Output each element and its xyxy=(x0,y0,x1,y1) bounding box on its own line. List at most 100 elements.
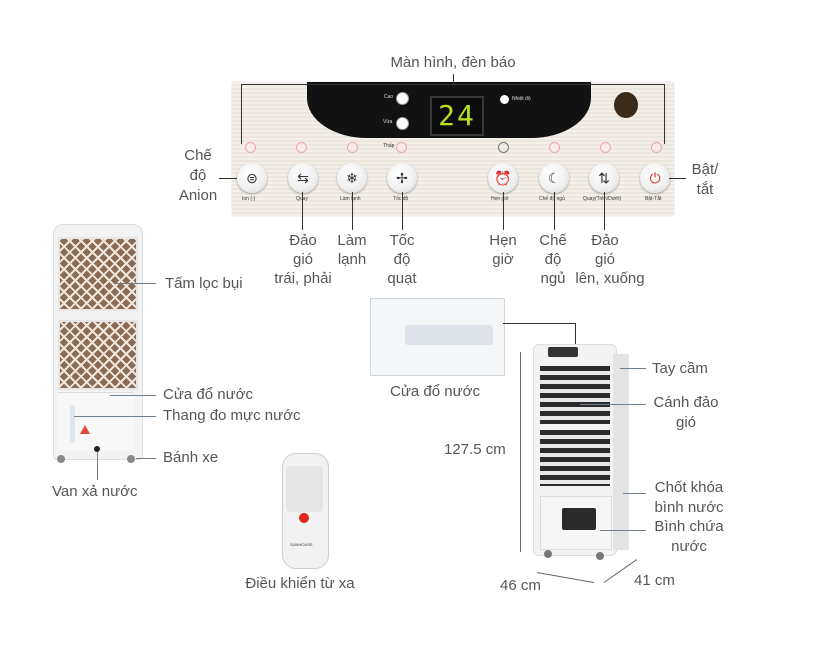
speed-callout-1: Tốc xyxy=(389,232,415,249)
anion-callout-1: Chế xyxy=(184,147,212,164)
blades-label-2: gió xyxy=(675,414,697,431)
swing-ud-callout-3: lên, xuống xyxy=(575,270,645,287)
swing-blades-lower xyxy=(540,430,610,486)
wheel xyxy=(596,552,604,560)
callout-line xyxy=(669,178,686,179)
height-dimension-line xyxy=(520,352,521,552)
callout-line xyxy=(503,192,504,230)
dust-filter-upper xyxy=(58,237,138,311)
callout-line xyxy=(575,323,576,347)
power-callout-2: tắt xyxy=(696,181,714,198)
remote-power-button[interactable] xyxy=(299,513,309,523)
cool-button[interactable]: ❄ xyxy=(337,163,367,193)
timer-callout-1: Hẹn xyxy=(489,232,517,249)
sensor-window xyxy=(614,92,638,118)
warning-icon xyxy=(80,425,90,434)
tank-label-2: nước xyxy=(671,538,707,555)
callout-line xyxy=(97,452,98,480)
filter-label: Tấm lọc bụi xyxy=(165,275,243,292)
callout-line xyxy=(352,192,353,230)
swing-ud-callout-2: gió xyxy=(594,251,616,268)
blades-label-1: Cánh đảo xyxy=(653,394,719,411)
wheels-label: Bánh xe xyxy=(163,449,219,466)
swing-button[interactable]: ⇆ xyxy=(288,163,318,193)
water-level-gauge xyxy=(70,405,75,443)
swing-lr-callout-2: gió xyxy=(292,251,314,268)
sleep-callout-1: Chế xyxy=(539,232,567,249)
handle xyxy=(548,347,578,357)
remote-brand: SUNHOUSE xyxy=(290,542,313,547)
indicator-light xyxy=(600,142,611,153)
swing-button-label: Quay xyxy=(296,196,308,202)
alarm-clock-icon: ⏰ xyxy=(494,169,512,186)
temp-indicator-label: Nhiệt độ xyxy=(512,96,531,102)
speed-callout-3: quạt xyxy=(387,270,417,287)
mode-mid-label: Vừa xyxy=(383,119,393,125)
sleep-button-label: Chế độ ngủ xyxy=(539,196,565,202)
timer-button[interactable]: ⏰ xyxy=(488,163,518,193)
anion-button-label: Ion (-) xyxy=(242,196,256,202)
wheel xyxy=(127,455,135,463)
wheel xyxy=(544,550,552,558)
water-gauge-label: Thang đo mực nước xyxy=(163,407,301,424)
swing-lr-callout-1: Đảo xyxy=(289,232,317,249)
callout-line xyxy=(110,395,156,396)
speed-button-label: Tốc độ xyxy=(393,196,409,202)
swing-updown-button-label: Quay(Trên/Dưới) xyxy=(583,196,622,202)
callout-line xyxy=(503,323,576,324)
callout-line xyxy=(453,74,454,84)
power-callout-1: Bật/ xyxy=(691,161,719,178)
mode-low-label: Thấp xyxy=(383,143,395,149)
tank-lock-label-2: bình nước xyxy=(654,499,724,516)
mode-mid-indicator xyxy=(396,117,409,130)
depth-dimension-line xyxy=(603,559,638,583)
anion-button[interactable]: ⊜ xyxy=(237,163,267,193)
power-button[interactable]: ⏻ xyxy=(640,163,670,193)
tank-lock-label-1: Chốt khóa xyxy=(654,479,724,496)
indicator-light xyxy=(396,142,407,153)
callout-line xyxy=(136,458,156,459)
water-door-label: Cửa đổ nước xyxy=(163,386,253,403)
water-door-center-label: Cửa đổ nước xyxy=(390,383,480,400)
callout-line xyxy=(402,192,403,230)
screen-label: Màn hình, đèn báo xyxy=(390,54,516,71)
handle-label: Tay cầm xyxy=(652,360,708,377)
temperature-display: 24 xyxy=(430,96,484,136)
sleep-callout-3: ngủ xyxy=(540,270,566,287)
timer-button-label: Hẹn giờ xyxy=(491,196,509,202)
callout-line xyxy=(241,84,242,144)
callout-line xyxy=(302,192,303,230)
power-icon: ⏻ xyxy=(649,169,661,186)
swing-updown-icon: ⇅ xyxy=(598,169,610,186)
mode-high-indicator xyxy=(396,92,409,105)
dust-filter-lower xyxy=(58,320,138,390)
callout-line xyxy=(623,493,646,494)
callout-line xyxy=(620,368,646,369)
swing-blades-upper xyxy=(540,366,610,424)
callout-line xyxy=(580,404,646,405)
width-label: 46 cm xyxy=(500,577,541,594)
callout-line xyxy=(554,192,555,230)
callout-line xyxy=(74,416,156,417)
moon-icon: ☾ xyxy=(547,169,561,186)
callout-line xyxy=(241,84,665,85)
swing-icon: ⇆ xyxy=(297,169,309,186)
callout-line xyxy=(116,283,156,284)
callout-line xyxy=(664,84,665,144)
indicator-light xyxy=(651,142,662,153)
cooler-side-panel xyxy=(613,354,629,550)
sleep-button[interactable]: ☾ xyxy=(539,163,569,193)
power-button-label: Bật-Tắt xyxy=(645,196,662,202)
water-door-lid xyxy=(405,325,493,345)
callout-line xyxy=(600,530,646,531)
timer-callout-2: giờ xyxy=(492,251,514,268)
swing-ud-callout-1: Đảo xyxy=(591,232,619,249)
thermometer-icon xyxy=(500,95,509,104)
snowflake-icon: ❄ xyxy=(346,169,358,186)
cool-callout-1: Làm xyxy=(337,232,367,249)
depth-label: 41 cm xyxy=(634,572,675,589)
tank-label-1: Bình chứa xyxy=(654,518,724,535)
swing-updown-button[interactable]: ⇅ xyxy=(589,163,619,193)
speed-button[interactable]: ✢ xyxy=(387,163,417,193)
callout-line xyxy=(604,192,605,230)
